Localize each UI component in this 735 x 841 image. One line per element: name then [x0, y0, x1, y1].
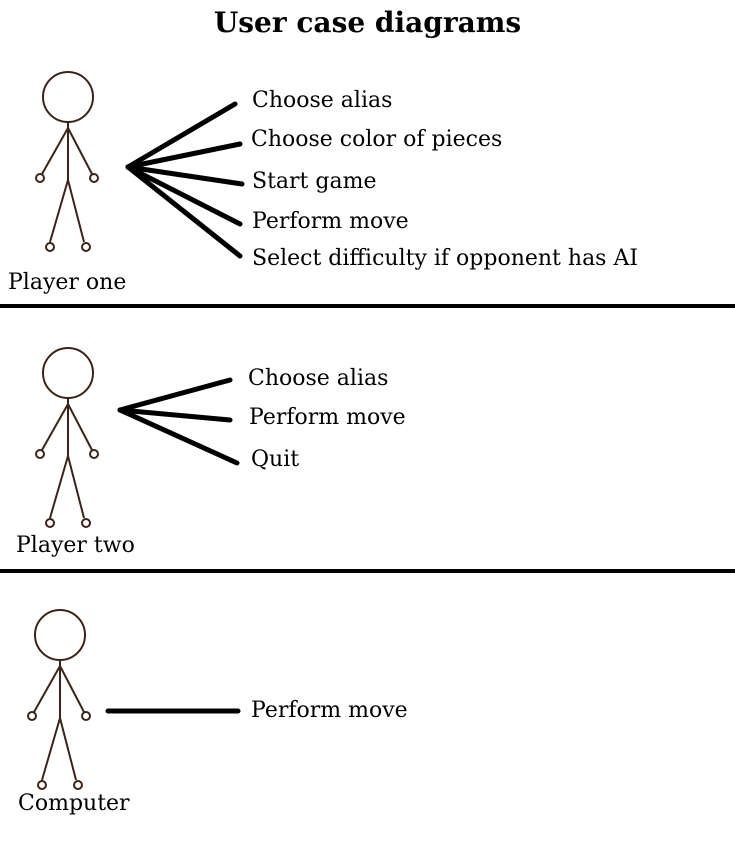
association-line — [125, 164, 243, 227]
stick-figure-icon — [35, 71, 99, 252]
association-line — [125, 164, 243, 259]
association-line — [125, 101, 238, 170]
use-case: Select difficulty if opponent has AI — [252, 246, 639, 271]
use-case: Perform move — [251, 698, 408, 723]
section-divider — [0, 569, 735, 573]
stick-figure-icon — [27, 609, 91, 790]
section-divider — [0, 304, 735, 308]
diagram-title: User case diagrams — [213, 6, 522, 39]
use-case: Choose color of pieces — [251, 127, 503, 152]
association-line — [117, 407, 233, 423]
use-case: Quit — [251, 447, 300, 472]
actor-label: Player one — [8, 270, 127, 295]
use-case: Choose alias — [248, 366, 389, 391]
association-line — [117, 377, 233, 413]
actor-label: Player two — [16, 533, 135, 558]
use-case: Start game — [252, 169, 377, 194]
actor-label: Computer — [18, 791, 130, 816]
association-line — [125, 164, 245, 187]
stick-figure-icon — [35, 347, 99, 528]
association-line — [117, 407, 240, 466]
association-line — [125, 141, 243, 170]
use-case: Perform move — [252, 209, 409, 234]
use-case: Choose alias — [252, 88, 393, 113]
use-case: Perform move — [249, 405, 406, 430]
